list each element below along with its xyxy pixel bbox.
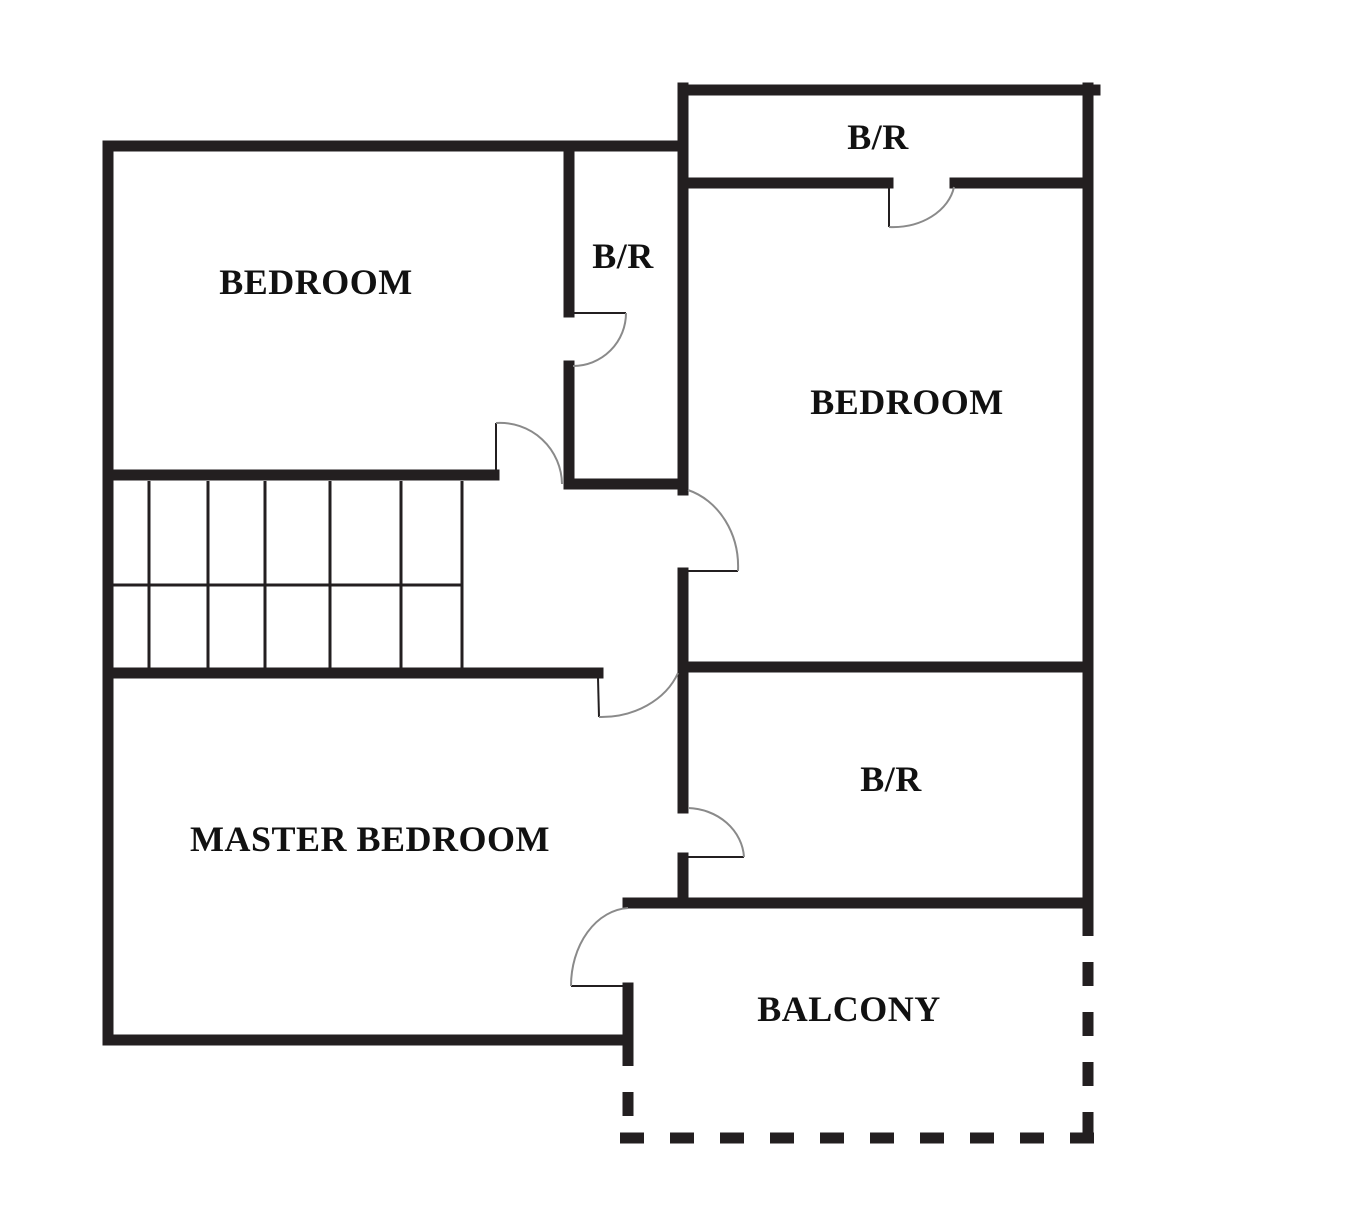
door-balcony (569, 907, 629, 987)
door-right-bath (687, 807, 745, 858)
door-bedroom-bath (572, 312, 627, 367)
walls (102, 82, 1101, 1144)
door-swing (687, 489, 740, 572)
door-master-entry (597, 672, 679, 719)
label-balcony: BALCONY (757, 989, 941, 1029)
room-labels: BEDROOM B/R B/R BEDROOM B/R MASTER BEDRO… (190, 117, 1004, 1029)
door-swing (687, 807, 745, 858)
label-master-bedroom: MASTER BEDROOM (190, 819, 550, 859)
door-swing (888, 186, 955, 229)
label-bathroom-top: B/R (847, 117, 909, 157)
label-bathroom-right: B/R (860, 759, 922, 799)
door-leaf (597, 677, 600, 718)
door-swing (495, 421, 563, 485)
doors (495, 186, 955, 987)
label-bedroom-left: BEDROOM (219, 262, 413, 302)
door-swing (569, 907, 629, 987)
door-bedroom-entry (495, 421, 563, 485)
staircase (113, 481, 464, 668)
label-bathroom-middle: B/R (592, 236, 654, 276)
door-swing (572, 312, 627, 367)
door-swing (598, 672, 679, 719)
door-right-bedroom-entry (687, 489, 740, 572)
label-bedroom-right: BEDROOM (810, 382, 1004, 422)
door-top-bath (888, 186, 955, 229)
